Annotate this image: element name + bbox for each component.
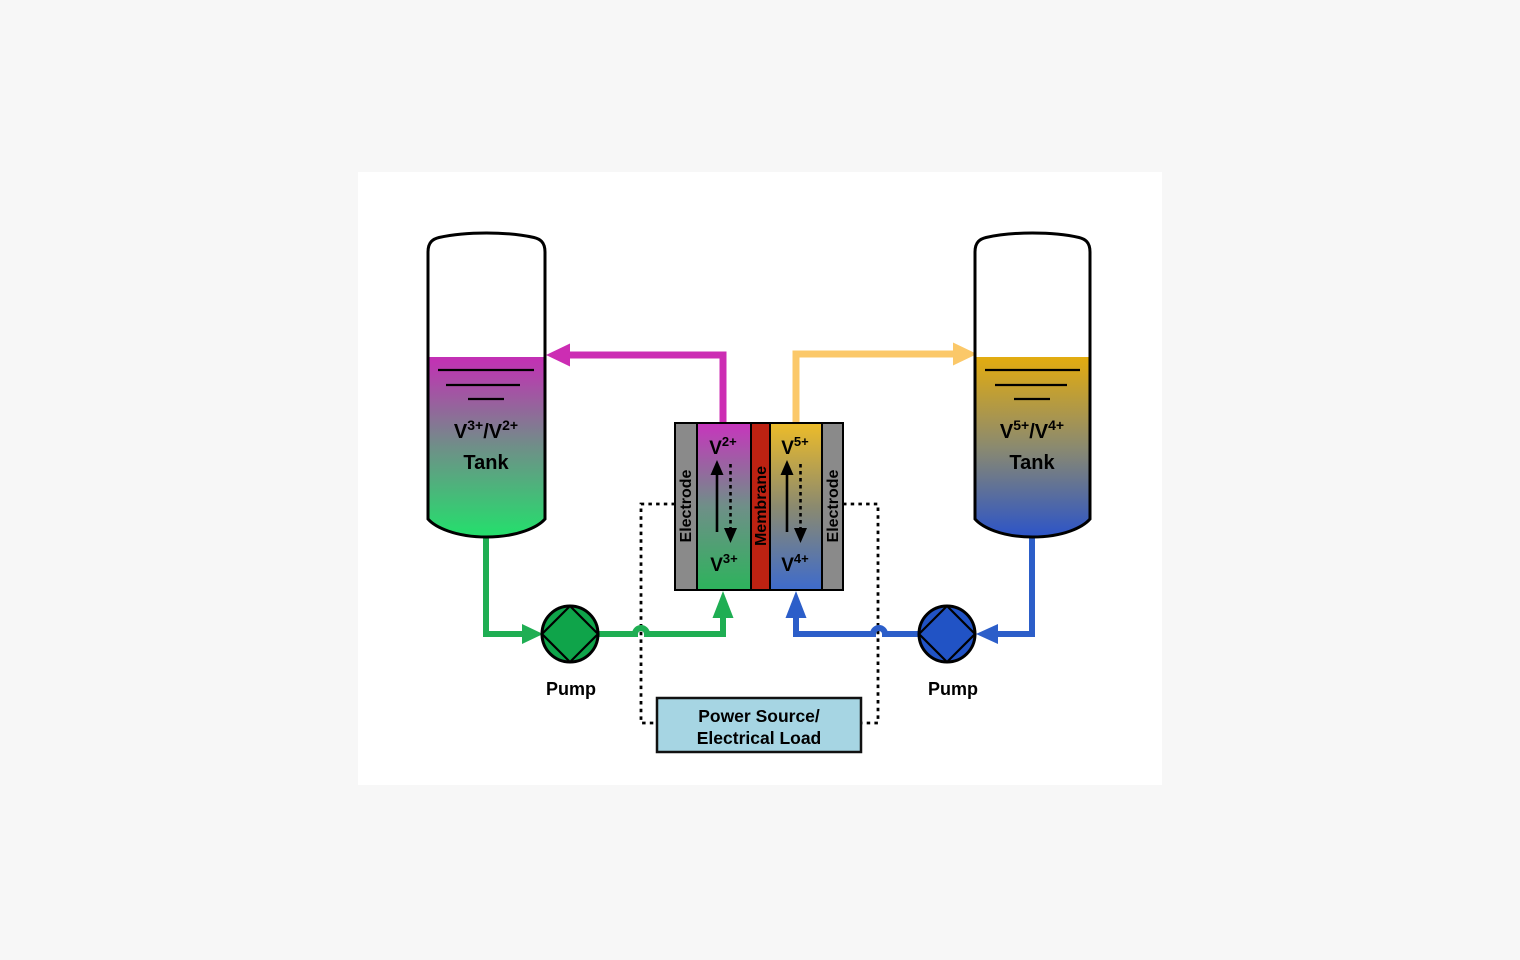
right-feed-pipe-line-a: [997, 526, 1035, 637]
right-pump: Pump: [917, 604, 978, 699]
left-feed-pipe-line-a: [483, 526, 523, 637]
circuit-wire-left: [639, 502, 675, 725]
left-tank-label-line2: Tank: [463, 452, 509, 474]
left-feed-inlet-arrow-icon: [712, 591, 734, 618]
left-tank-label: V3+/V2+: [454, 417, 518, 443]
membrane-label: Membrane: [753, 466, 770, 546]
left-feed-pipe: [483, 526, 726, 644]
left-tank: V3+/V2+ Tank: [426, 231, 547, 539]
down-arrow-icon: [724, 528, 737, 543]
right-tank-label: V5+/V4+: [1000, 417, 1064, 443]
right-electrode: [821, 422, 844, 591]
left-half-cell: [696, 422, 752, 591]
left-half-cell-bottom-label: V3+: [710, 551, 738, 576]
right-return-pipe-line: [792, 350, 954, 423]
up-arrow-icon: [780, 460, 794, 475]
power-source-label-line1: Power Source/: [698, 706, 820, 726]
right-half-cell: [769, 422, 823, 591]
right-tank: V5+/V4+ Tank: [973, 231, 1092, 539]
right-return-arrow-icon: [953, 342, 977, 366]
flow-battery-diagram: V3+/V2+ Tank V5+/V4+ Tank: [426, 231, 1092, 754]
power-source-rect: [655, 696, 863, 754]
right-return-pipe: [792, 342, 977, 423]
left-tank-outline: [426, 231, 547, 539]
left-pump-label: Pump: [546, 679, 596, 699]
right-tank-outline: [973, 231, 1092, 539]
right-pump-label: Pump: [928, 679, 978, 699]
left-half-cell-reaction-arrows: [710, 460, 737, 543]
right-pump-symbol-icon: [917, 604, 977, 664]
left-pump-symbol-icon: [540, 604, 600, 664]
power-source-label-line2: Electrical Load: [697, 728, 822, 748]
right-tank-level-lines: [985, 368, 1080, 401]
up-arrow-icon: [710, 460, 724, 475]
power-source-box: Power Source/ Electrical Load: [655, 696, 863, 754]
left-tank-level-lines: [438, 368, 534, 401]
circuit-wire-right: [843, 502, 880, 725]
right-tank-label-line2: Tank: [1009, 452, 1055, 474]
left-tank-liquid: [428, 357, 545, 537]
diagram-canvas: V3+/V2+ Tank V5+/V4+ Tank: [358, 172, 1162, 785]
left-return-arrow-icon: [546, 343, 570, 367]
right-feed-pipe: [793, 526, 1035, 644]
right-electrode-label: Electrode: [825, 469, 842, 542]
left-half-cell-top-label: V2+: [709, 434, 737, 459]
right-feed-inlet-arrow-icon: [785, 591, 807, 618]
left-return-pipe: [546, 343, 727, 423]
cell-stack: Electrode Membrane Electrode V2+ V3+ V5+…: [674, 422, 844, 591]
right-tank-liquid: [975, 357, 1090, 537]
left-electrode-label: Electrode: [678, 469, 695, 542]
down-arrow-icon: [794, 528, 807, 543]
left-return-pipe-line: [569, 351, 727, 423]
right-half-cell-reaction-arrows: [780, 460, 807, 543]
left-feed-pipe-line-b: [597, 617, 726, 637]
left-feed-arrow-icon: [522, 624, 543, 644]
left-pump: Pump: [540, 604, 600, 699]
right-feed-arrow-icon: [976, 624, 998, 644]
right-half-cell-top-label: V5+: [781, 434, 809, 459]
right-half-cell-bottom-label: V4+: [781, 551, 809, 576]
right-feed-pipe-line-b: [793, 617, 920, 637]
